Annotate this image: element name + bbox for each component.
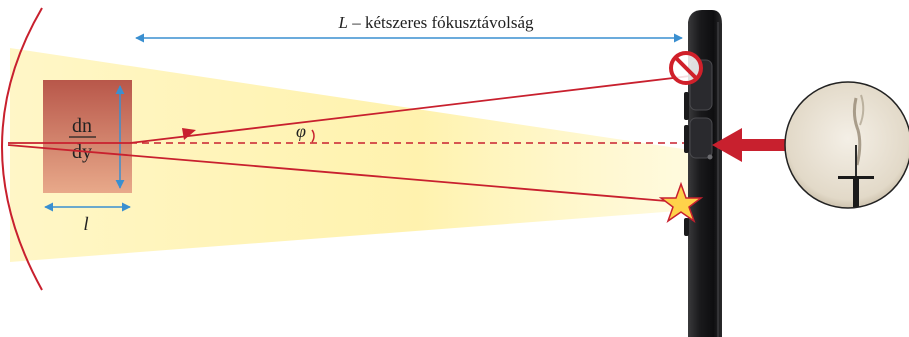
light-beam [10, 48, 690, 262]
prohibited-icon [669, 51, 703, 85]
focal-distance-label: L – kétszeres fókusztávolság [338, 13, 534, 32]
deflected-ray [129, 75, 691, 144]
schlieren-image-inset [784, 81, 909, 209]
star-icon [658, 181, 704, 223]
concave-mirror [1, 7, 43, 291]
sample-width-label: l [83, 214, 88, 235]
gradient-numerator: dn [72, 115, 92, 137]
smartphone [684, 10, 722, 337]
angle-arc [311, 129, 315, 143]
focused-ray-lower [7, 144, 679, 203]
arrow-left-icon [712, 128, 790, 162]
angle-label: φ [296, 121, 306, 141]
ray-direction-arrowhead [182, 128, 196, 140]
